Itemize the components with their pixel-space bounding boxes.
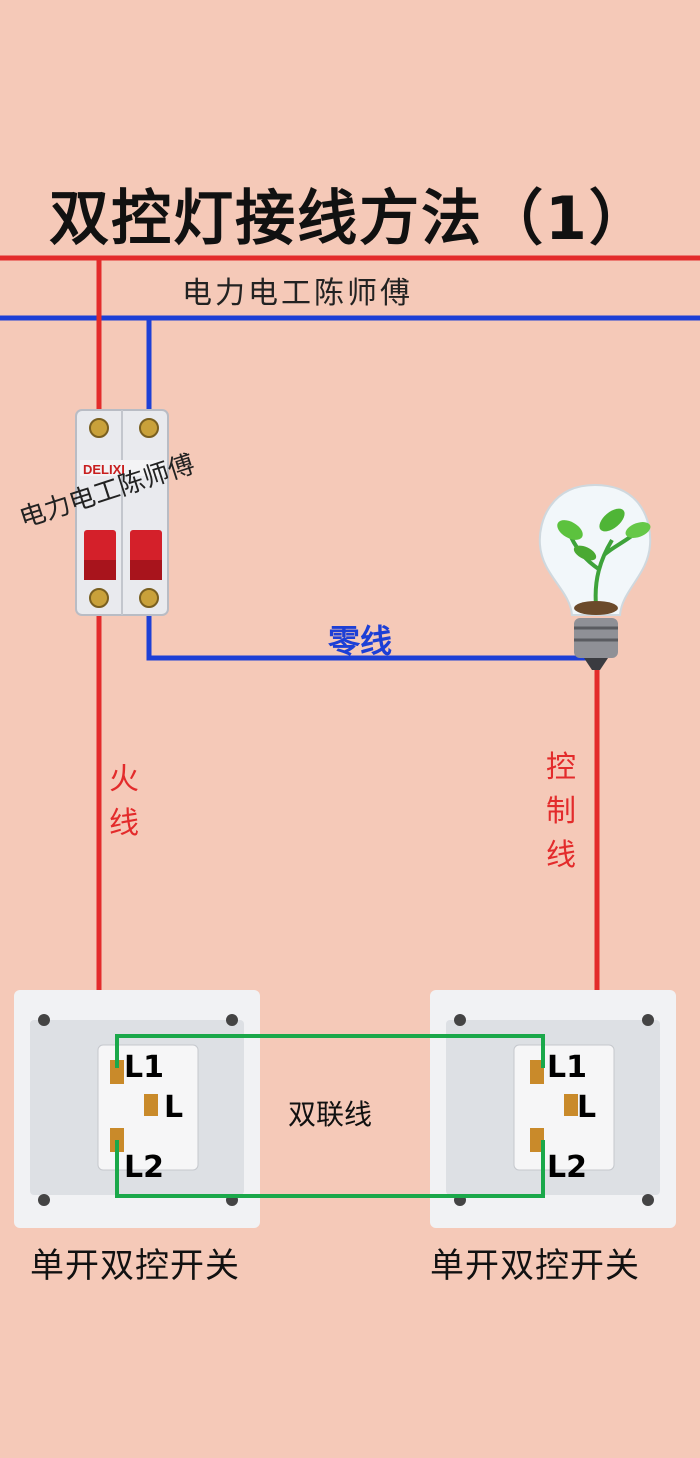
light-bulb bbox=[538, 483, 652, 670]
left-terminal-label-l1: L1 bbox=[124, 1050, 164, 1085]
right-terminal-label-l1: L1 bbox=[547, 1050, 587, 1085]
right-switch bbox=[430, 990, 676, 1228]
left-terminal-label-l2: L2 bbox=[124, 1150, 164, 1185]
bulb-base bbox=[574, 618, 618, 658]
left-switch-terminal-L bbox=[144, 1094, 158, 1116]
right-terminal-label-l2: L2 bbox=[547, 1150, 587, 1185]
breaker-brand-text: DELIXI bbox=[83, 462, 125, 477]
right-switch-terminal-L1 bbox=[530, 1060, 544, 1084]
neutral-lamp-wire bbox=[146, 598, 595, 661]
bridge-wire-top bbox=[115, 1034, 545, 1068]
left-switch-label: 单开双控开关 bbox=[30, 1246, 240, 1286]
breaker-terminal-bottom-right bbox=[139, 588, 159, 608]
diagram-title: 双控灯接线方法（1） bbox=[49, 184, 651, 254]
right-switch-terminal-L2 bbox=[530, 1128, 544, 1152]
live-wire-label: 火线 bbox=[109, 762, 139, 841]
right-switch-label: 单开双控开关 bbox=[430, 1246, 640, 1286]
left-terminal-label-l: L bbox=[164, 1090, 184, 1125]
breaker-terminal-bottom-left bbox=[89, 588, 109, 608]
right-switch-terminal-L bbox=[564, 1094, 578, 1116]
bridge-wire-label: 双联线 bbox=[288, 1098, 373, 1131]
breaker-terminal-top-right bbox=[139, 418, 159, 438]
left-switch-terminal-L1 bbox=[110, 1060, 124, 1084]
control-wire-label: 控制线 bbox=[546, 750, 576, 873]
right-terminal-label-l: L bbox=[577, 1090, 597, 1125]
neutral-wire-label: 零线 bbox=[328, 622, 393, 660]
circuit-breaker: DELIXI bbox=[75, 409, 169, 616]
left-switch bbox=[14, 990, 260, 1228]
bridge-wire-bottom bbox=[115, 1140, 545, 1198]
breaker-terminal-top-left bbox=[89, 418, 109, 438]
author-credit: 电力电工陈师傅 bbox=[182, 276, 413, 311]
